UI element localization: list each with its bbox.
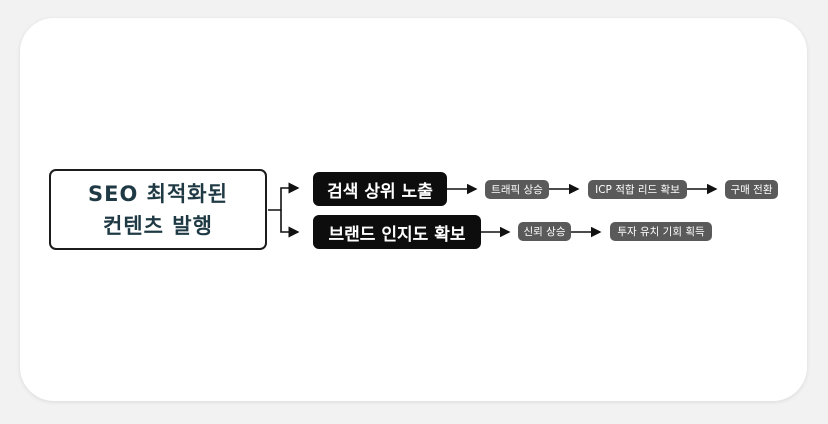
step-trust: 신뢰 상승: [518, 222, 571, 241]
step-traffic: 트래픽 상승: [485, 180, 549, 199]
step-label: 구매 전환: [730, 184, 773, 196]
step-label: 투자 유치 기회 획득: [617, 226, 705, 238]
root-line-2: 컨텐츠 발행: [103, 213, 213, 238]
branch-label: 브랜드 인지도 확보: [328, 224, 466, 245]
step-label: 신뢰 상승: [523, 226, 566, 238]
root-node: SEO 최적화된 컨텐츠 발행: [49, 169, 267, 250]
step-investment: 투자 유치 기회 획득: [610, 222, 712, 241]
step-icp-leads: ICP 적합 리드 확보: [588, 180, 687, 199]
step-label: ICP 적합 리드 확보: [595, 184, 680, 196]
step-conversion: 구매 전환: [725, 180, 778, 199]
branch-node-brand: 브랜드 인지도 확보: [313, 215, 481, 249]
branch-node-search: 검색 상위 노출: [313, 172, 447, 206]
branch-label: 검색 상위 노출: [327, 181, 433, 202]
root-line-1: SEO 최적화된: [88, 181, 228, 206]
step-label: 트래픽 상승: [491, 184, 543, 196]
